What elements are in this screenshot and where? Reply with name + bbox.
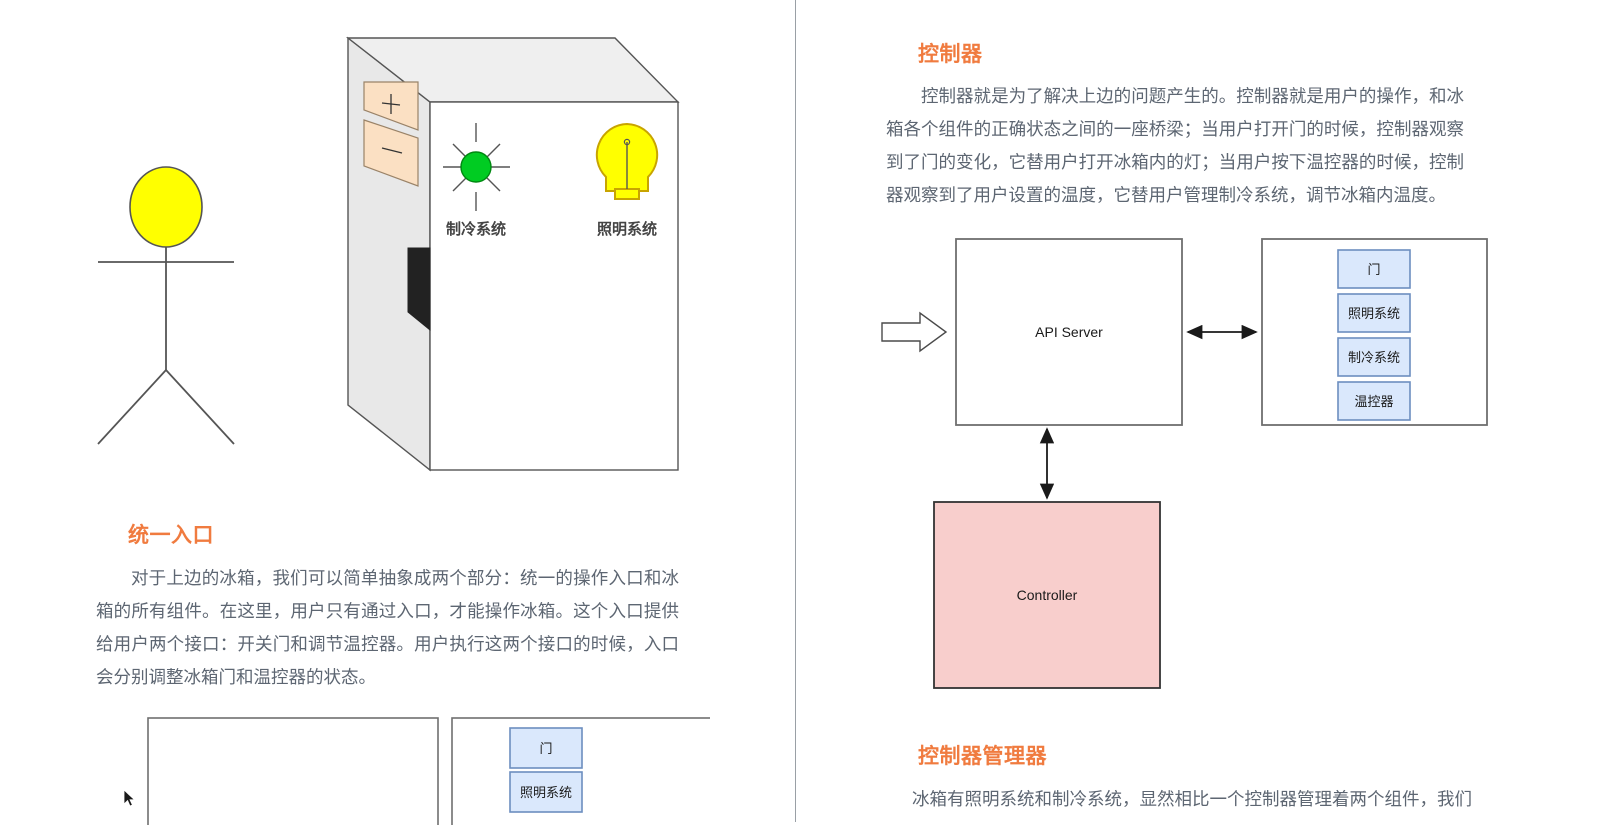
component-box-lighting xyxy=(509,771,583,813)
component-label-thermostat: 温控器 xyxy=(1354,394,1393,409)
component-box-lighting xyxy=(1337,293,1411,333)
api-server-label: API Server xyxy=(1035,324,1103,340)
component-label-door: 门 xyxy=(1367,262,1380,277)
cooling-sun-icon xyxy=(443,123,510,211)
section-heading-unified-entry: 统一入口 xyxy=(128,524,214,547)
mouse-cursor xyxy=(123,789,138,810)
component-box-thermostat xyxy=(1337,381,1411,421)
section-paragraph-unified-entry: 对于上边的冰箱，我们可以简单抽象成两个部分：统一的操作入口和冰箱的所有组件。在这… xyxy=(96,568,679,687)
controller-architecture-diagram: API Server 门 照明系统 制冷系统 温控器 Controller xyxy=(870,228,1490,698)
controller-box xyxy=(933,501,1161,689)
component-label-cooling: 制冷系统 xyxy=(1348,350,1400,365)
component-label-door: 门 xyxy=(539,741,552,756)
column-divider xyxy=(795,0,796,822)
figure-head-icon xyxy=(129,166,203,248)
component-box-door xyxy=(509,727,583,769)
controller-label: Controller xyxy=(1017,587,1078,603)
figure-leg-right xyxy=(165,369,235,445)
component-box-cooling xyxy=(1337,337,1411,377)
lighting-system-label: 照明系统 xyxy=(597,220,657,238)
fridge-door-handle xyxy=(407,247,431,332)
temp-down-button xyxy=(363,119,419,187)
api-server-box xyxy=(955,238,1183,426)
cooling-system-label: 制冷系统 xyxy=(446,220,506,238)
lightbulb-icon xyxy=(595,122,659,200)
figure-leg-left xyxy=(97,369,167,445)
section-paragraph-controller: 控制器就是为了解决上边的问题产生的。控制器就是用户的操作，和冰箱各个组件的正确状… xyxy=(886,86,1464,205)
plus-icon xyxy=(381,94,401,114)
section-paragraph-controller-manager: 冰箱有照明系统和制冷系统，显然相比一个控制器管理着两个组件，我们替每个 xyxy=(912,789,1472,809)
entry-box xyxy=(147,717,439,830)
stick-figure-user xyxy=(80,160,280,460)
minus-icon xyxy=(381,147,403,154)
refrigerator-illustration: 制冷系统 照明系统 xyxy=(330,20,710,500)
component-label-lighting: 照明系统 xyxy=(520,785,572,800)
external-request-arrow xyxy=(881,311,948,353)
component-box-door xyxy=(1337,249,1411,289)
section-heading-controller: 控制器 xyxy=(918,43,983,66)
components-container-box xyxy=(451,717,743,830)
unified-entry-diagram: 门 照明系统 xyxy=(90,700,743,830)
section-heading-controller-manager: 控制器管理器 xyxy=(918,745,1047,768)
component-label-lighting: 照明系统 xyxy=(1348,306,1400,321)
